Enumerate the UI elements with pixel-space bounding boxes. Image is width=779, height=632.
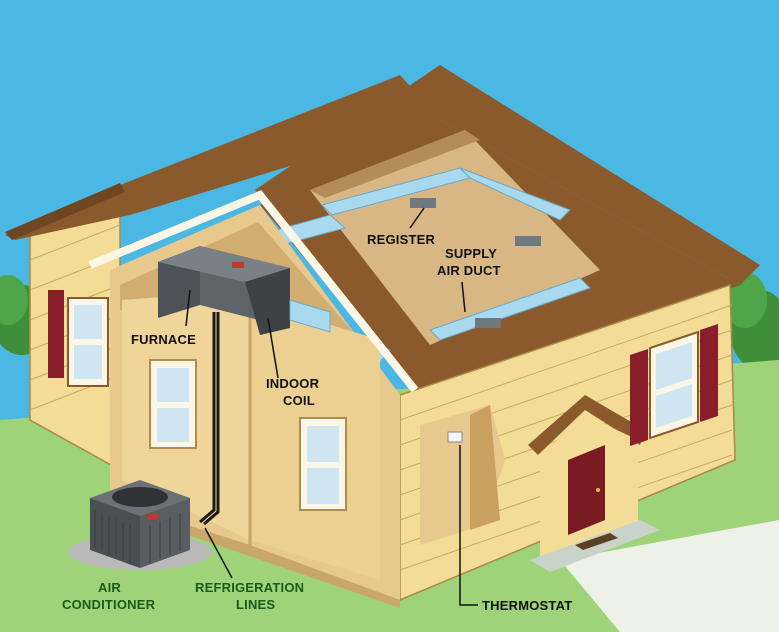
air-conditioner-unit	[68, 480, 212, 570]
shutter-left	[48, 290, 64, 378]
label-supply-air-duct-1: SUPPLY	[445, 246, 497, 261]
front-door	[568, 445, 605, 535]
label-indoor-coil-1: INDOOR	[266, 376, 320, 391]
label-refrigeration-lines-1: REFRIGERATION	[195, 580, 304, 595]
indoor-coil-unit	[245, 268, 290, 335]
front-porch	[528, 395, 660, 572]
label-thermostat: THERMOSTAT	[482, 598, 572, 613]
label-register: REGISTER	[367, 232, 435, 247]
main-roof	[255, 65, 760, 285]
label-refrigeration-lines-2: LINES	[236, 597, 275, 612]
label-air-conditioner-2: CONDITIONER	[62, 597, 156, 612]
refrigeration-lines	[199, 312, 220, 526]
label-air-conditioner-1: AIR	[98, 580, 121, 595]
label-furnace: FURNACE	[131, 332, 196, 347]
attic-cutaway	[310, 130, 600, 345]
leader-lines	[185, 207, 478, 606]
label-indoor-coil-2: COIL	[283, 393, 315, 408]
walkway	[560, 520, 779, 632]
thermostat-device	[447, 431, 463, 443]
side-window-right	[630, 324, 718, 446]
label-supply-air-duct-2: AIR DUCT	[437, 263, 501, 278]
thermostat-wall	[420, 405, 505, 545]
